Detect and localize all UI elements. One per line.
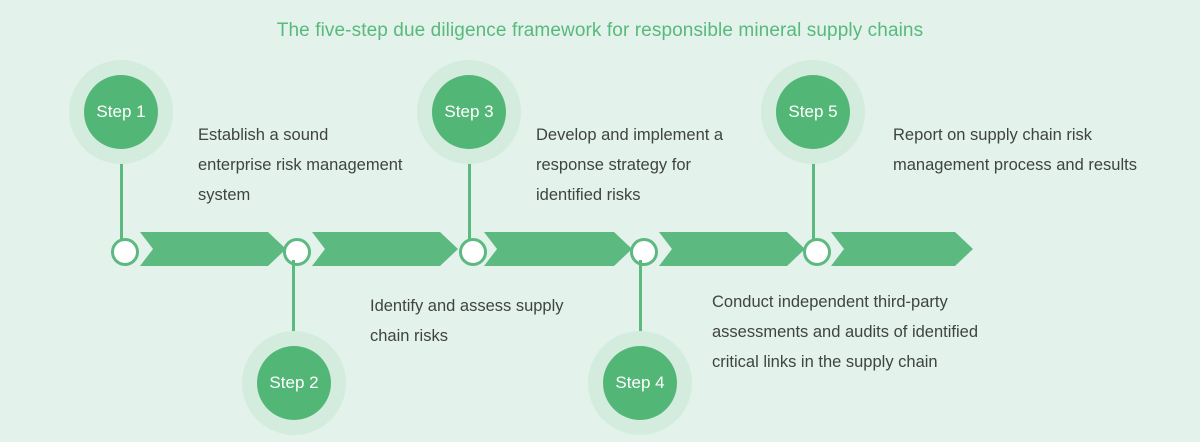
step-label-2: Step 2 (269, 373, 319, 392)
step-bubble-5: Step 5 (761, 60, 865, 164)
step-description-2: Identify and assess supply chain risks (370, 297, 564, 345)
step-bubble-1: Step 1 (69, 60, 173, 164)
step-description-5: Report on supply chain risk management p… (893, 126, 1137, 174)
connector-stem-5 (812, 148, 815, 240)
step-description-1: Establish a sound enterprise risk manage… (198, 126, 403, 204)
connector-stem-1 (120, 148, 123, 240)
step-disc-2: Step 2 (257, 346, 331, 420)
step-label-5: Step 5 (788, 102, 838, 121)
timeline-chevron-2 (312, 232, 458, 266)
page-title: The five-step due diligence framework fo… (276, 20, 924, 41)
timeline-chevron-5 (831, 232, 973, 266)
timeline-node-1 (111, 238, 139, 266)
step-disc-4: Step 4 (603, 346, 677, 420)
step-label-1: Step 1 (96, 102, 146, 121)
step-disc-3: Step 3 (432, 75, 506, 149)
step-label-3: Step 3 (444, 102, 494, 121)
step-description-4: Conduct independent third-party assessme… (712, 293, 978, 371)
connector-stem-2 (292, 260, 295, 352)
connector-stem-3 (468, 148, 471, 240)
step-disc-5: Step 5 (776, 75, 850, 149)
timeline-chevron-1 (140, 232, 286, 266)
timeline-node-2 (283, 238, 311, 266)
step-bubble-3: Step 3 (417, 60, 521, 164)
step-description-3: Develop and implement a response strateg… (536, 126, 724, 204)
timeline-chevron-4 (659, 232, 805, 266)
timeline-node-3 (459, 238, 487, 266)
timeline-node-4 (630, 238, 658, 266)
step-label-4: Step 4 (615, 373, 665, 392)
step-bubble-4: Step 4 (588, 331, 692, 435)
timeline-chevron-3 (484, 232, 632, 266)
timeline-node-5 (803, 238, 831, 266)
step-disc-1: Step 1 (84, 75, 158, 149)
connector-stem-4 (639, 260, 642, 352)
step-bubble-2: Step 2 (242, 331, 346, 435)
